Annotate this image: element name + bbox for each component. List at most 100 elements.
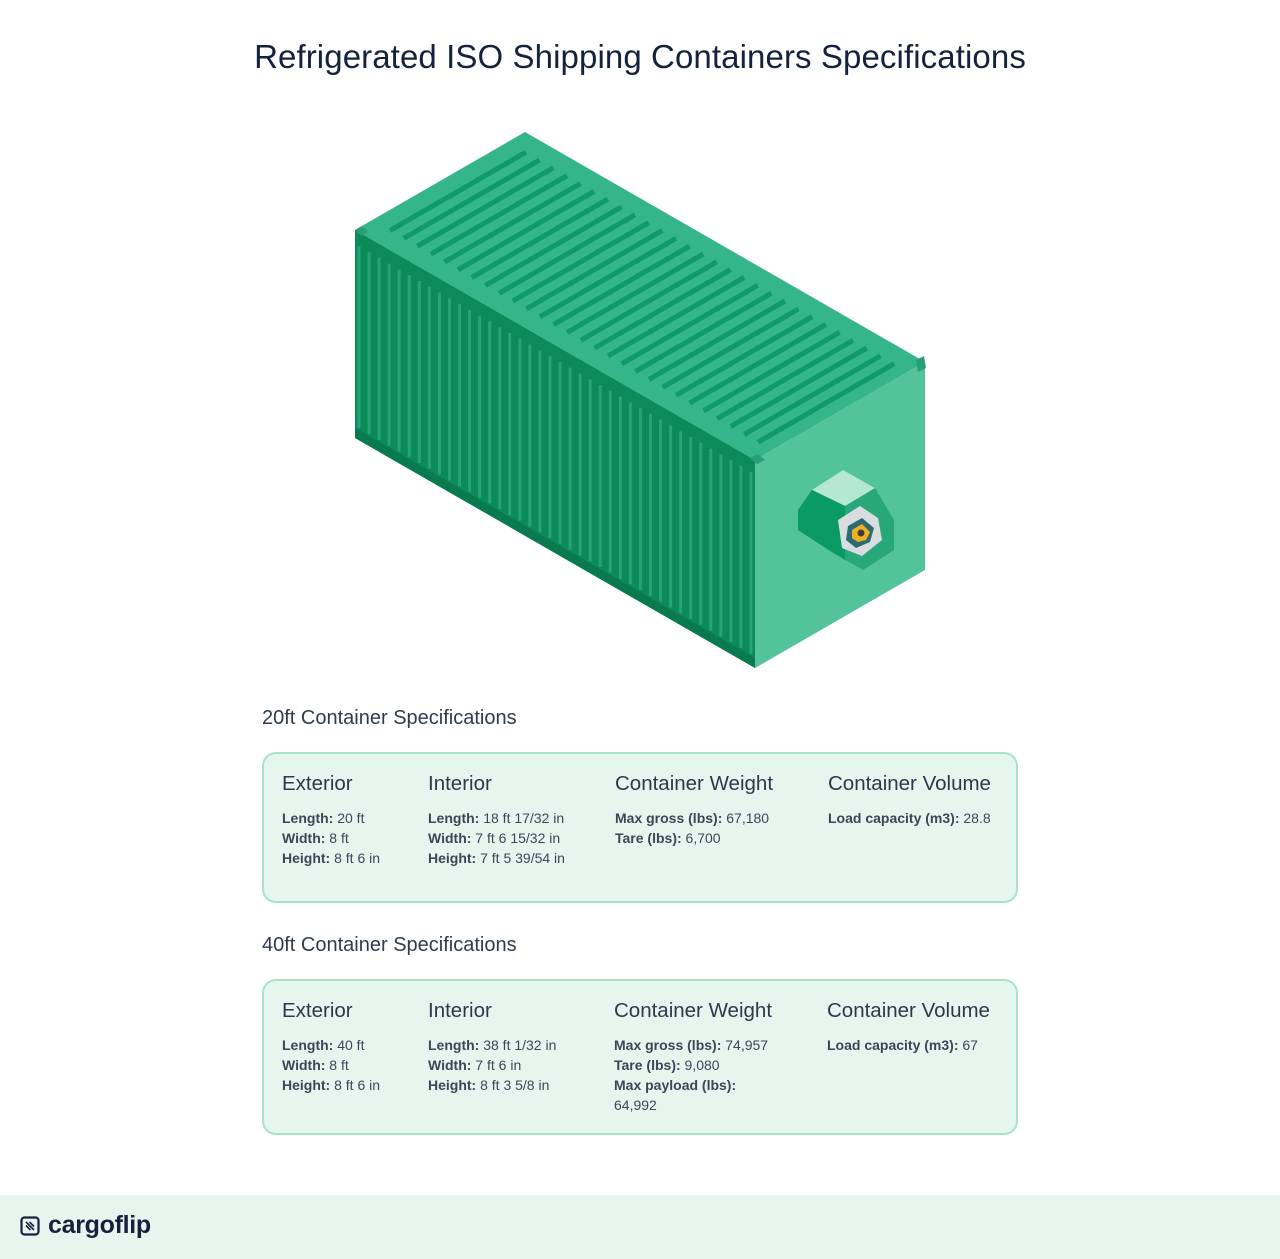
top-rib (688, 322, 828, 406)
footer: cargoflip (0, 1195, 1280, 1259)
top-rib (443, 181, 582, 265)
spec-label: Height: (428, 850, 477, 866)
spec-label: Length: (282, 1037, 334, 1053)
spec-line: Tare (lbs): 9,080 (614, 1055, 772, 1075)
spec-value: 8 ft 3 5/8 in (476, 1077, 550, 1093)
spec-column-heading: Interior (428, 772, 492, 795)
spec-value: 7 ft 6 15/32 in (471, 830, 561, 846)
spec-value: 38 ft 1/32 in (479, 1037, 557, 1053)
spec-value: 40 ft (333, 1037, 365, 1053)
top-rib (416, 165, 555, 249)
top-rib (593, 267, 732, 351)
spec-line: Max gross (lbs): 67,180 (615, 808, 773, 828)
spec-label: Tare (lbs): (615, 830, 682, 846)
spec-value: 28.8 (959, 810, 991, 826)
spec-column-heading: Container Volume (828, 772, 991, 795)
spec-line: Tare (lbs): 6,700 (615, 828, 773, 848)
container-top-ribs (388, 149, 896, 445)
spec-value: 8 ft 6 in (330, 1077, 381, 1093)
spec-value: 6,700 (681, 830, 721, 846)
spec-value: 8 ft (325, 830, 349, 846)
spec-label: Width: (282, 830, 326, 846)
spec-line: Height: 7 ft 5 39/54 in (428, 848, 565, 868)
cargoflip-logo-icon (20, 1215, 40, 1236)
spec-value: 8 ft 6 in (330, 850, 381, 866)
spec-value: 18 ft 17/32 in (479, 810, 565, 826)
spec-value: 64,992 (614, 1097, 657, 1113)
brand-logo[interactable]: cargoflip (20, 1211, 151, 1240)
page-title: Refrigerated ISO Shipping Containers Spe… (254, 38, 1026, 75)
refrigeration-unit-icon (798, 470, 894, 570)
spec-label: Load capacity (m3): (828, 810, 960, 826)
top-rib (470, 197, 610, 280)
top-rib (538, 236, 678, 319)
spec-label: Width: (428, 830, 472, 846)
brand-name: cargoflip (48, 1211, 151, 1239)
spec-line: 64,992 (614, 1095, 772, 1115)
spec-column-heading: Exterior (282, 999, 353, 1022)
spec-label: Height: (282, 1077, 331, 1093)
spec-line: Max gross (lbs): 74,957 (614, 1035, 772, 1055)
top-rib (429, 173, 569, 257)
container-side (355, 230, 755, 668)
section-title: 40ft Container Specifications (262, 934, 517, 956)
spec-value: 8 ft (325, 1057, 349, 1073)
container-side-ribs (357, 246, 753, 654)
spec-line: Load capacity (m3): 67 (827, 1035, 990, 1055)
top-rib (729, 345, 868, 429)
top-rib (606, 275, 746, 359)
top-rib (402, 157, 541, 241)
spec-line: Length: 18 ft 17/32 in (428, 808, 565, 828)
top-rib (484, 204, 623, 288)
spec-line: Width: 7 ft 6 15/32 in (428, 828, 565, 848)
spec-label: Max gross (lbs): (614, 1037, 722, 1053)
top-rib (756, 361, 896, 445)
spec-value: 74,957 (721, 1037, 769, 1053)
spec-label: Width: (282, 1057, 326, 1073)
top-rib (702, 330, 841, 413)
spec-value: 7 ft 5 39/54 in (476, 850, 565, 866)
spec-value: 7 ft 6 in (471, 1057, 522, 1073)
refrigerated-container-illustration (355, 132, 926, 668)
top-rib (525, 228, 664, 312)
spec-value: 9,080 (680, 1057, 720, 1073)
spec-line: Height: 8 ft 6 in (282, 1075, 380, 1095)
top-rib (661, 306, 800, 390)
spec-line: Length: 40 ft (282, 1035, 380, 1055)
top-rib (715, 338, 855, 421)
spec-label: Max payload (lbs): (614, 1077, 737, 1093)
spec-label: Width: (428, 1057, 472, 1073)
spec-label: Height: (282, 850, 331, 866)
top-rib (634, 291, 773, 374)
spec-label: Height: (428, 1077, 477, 1093)
spec-label: Length: (428, 1037, 480, 1053)
top-rib (552, 244, 691, 327)
top-rib (647, 298, 787, 382)
spec-label: Tare (lbs): (614, 1057, 681, 1073)
spec-line: Width: 7 ft 6 in (428, 1055, 556, 1075)
spec-column-heading: Container Volume (827, 999, 990, 1022)
spec-column-heading: Container Weight (615, 772, 774, 795)
section-title: 20ft Container Specifications (262, 707, 517, 729)
spec-line: Width: 8 ft (282, 828, 380, 848)
spec-line: Length: 20 ft (282, 808, 380, 828)
spec-label: Length: (428, 810, 480, 826)
top-rib (620, 283, 759, 366)
spec-value: 67,180 (722, 810, 770, 826)
spec-label: Max gross (lbs): (615, 810, 723, 826)
spec-line: Load capacity (m3): 28.8 (828, 808, 991, 828)
spec-value: 20 ft (333, 810, 365, 826)
spec-column-heading: Exterior (282, 772, 353, 795)
top-rib (743, 353, 882, 437)
top-rib (565, 251, 705, 335)
